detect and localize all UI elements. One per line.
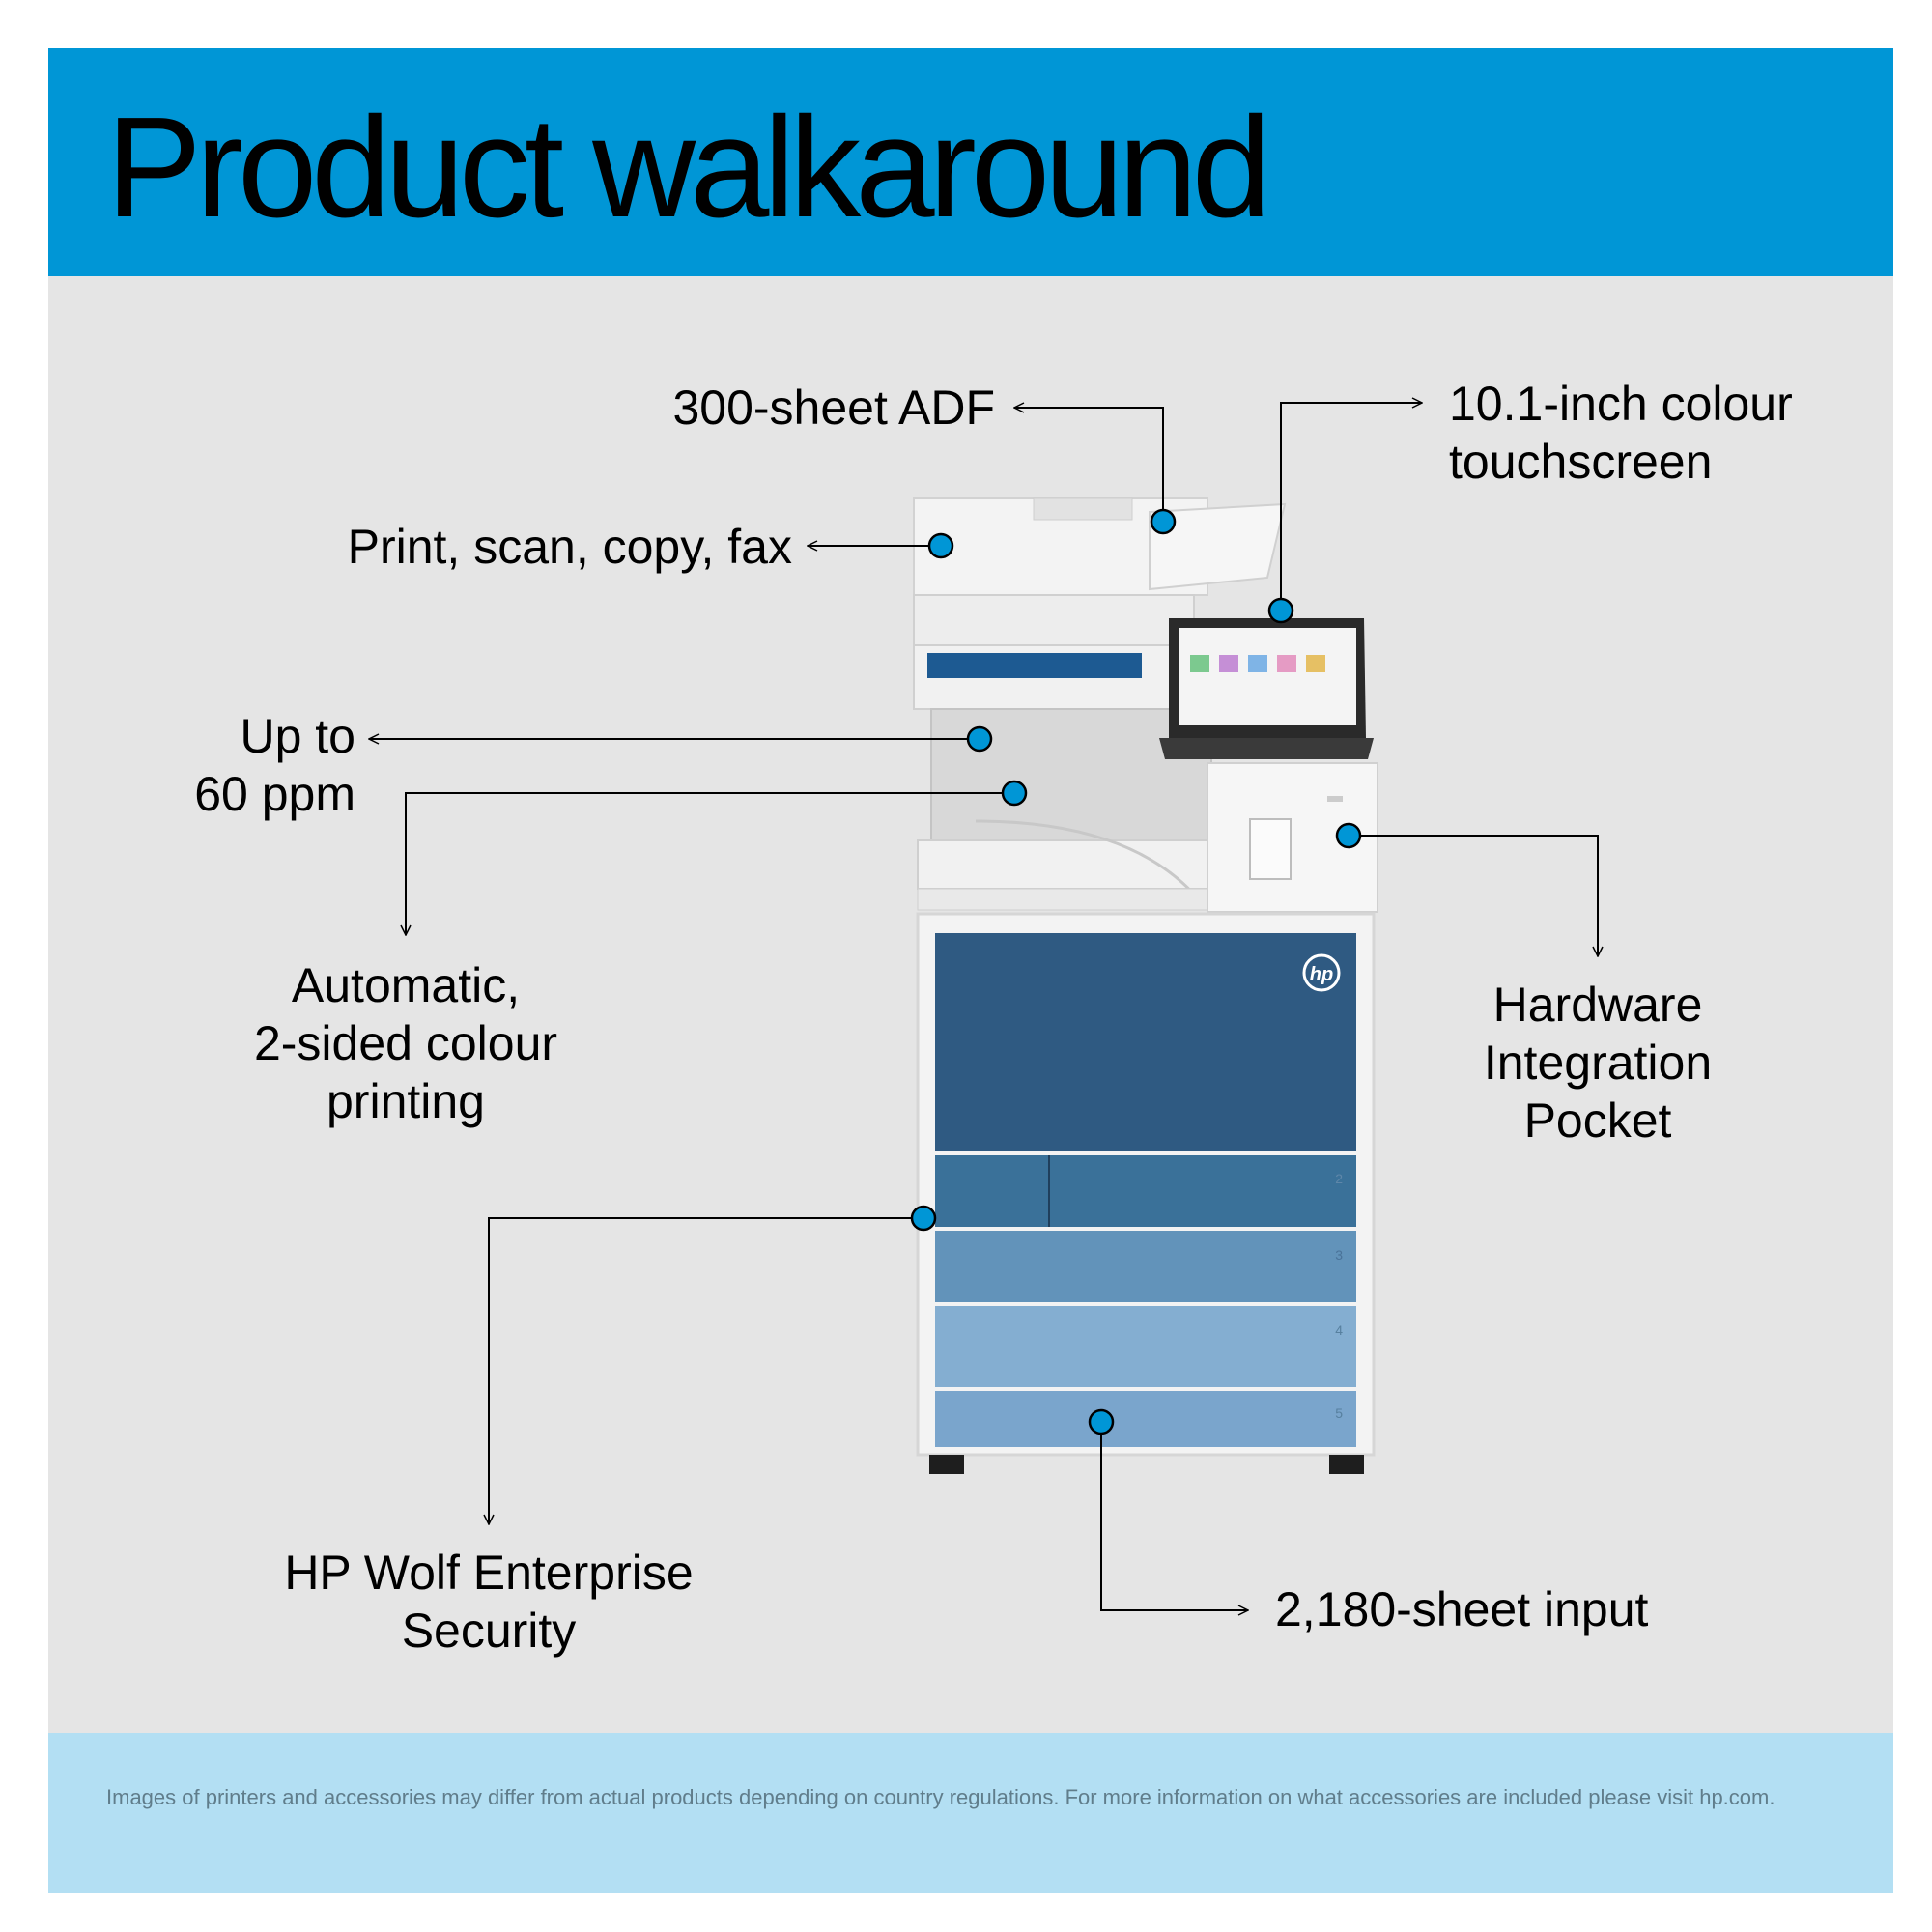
hotspot-adf	[1150, 508, 1177, 535]
label-pocket-line2: Integration	[1483, 1036, 1713, 1090]
hotspot-touchscreen	[1267, 597, 1294, 624]
label-touchscreen-line2: touchscreen	[1449, 435, 1713, 489]
tray-number: 2	[1335, 1171, 1343, 1186]
label-functions-text: Print, scan, copy, fax	[347, 520, 792, 574]
hotspot-input	[1088, 1408, 1115, 1435]
hotspot-speed	[966, 725, 993, 753]
label-speed-line2: 60 ppm	[194, 767, 355, 821]
tray-number: 4	[1335, 1322, 1343, 1338]
label-pocket-line1: Hardware	[1492, 978, 1703, 1032]
label-speed: Up to 60 ppm	[194, 707, 355, 823]
label-touchscreen-line1: 10.1-inch colour	[1449, 377, 1793, 431]
label-adf-text: 300-sheet ADF	[672, 381, 995, 435]
label-security-line1: HP Wolf Enterprise	[284, 1546, 694, 1600]
hotspot-duplex	[1001, 780, 1028, 807]
printer-diagram: hp 2 3 4 5	[48, 48, 1893, 1733]
label-duplex-line2: 2-sided colour	[253, 1016, 558, 1070]
label-functions: Print, scan, copy, fax	[348, 518, 792, 576]
label-input-text: 2,180-sheet input	[1275, 1582, 1649, 1636]
tray-number: 3	[1335, 1247, 1343, 1263]
footer-band: Images of printers and accessories may d…	[48, 1733, 1893, 1893]
label-duplex: Automatic, 2-sided colour printing	[213, 956, 599, 1130]
leader-adf	[1014, 408, 1164, 522]
label-security-line2: Security	[401, 1604, 577, 1658]
label-pocket-line3: Pocket	[1523, 1094, 1672, 1148]
hotspots	[910, 508, 1362, 1435]
hotspot-security	[910, 1205, 937, 1232]
leader-input	[1100, 1422, 1248, 1610]
hotspot-pocket	[1335, 822, 1362, 849]
label-adf: 300-sheet ADF	[672, 379, 995, 437]
leader-security	[489, 1217, 923, 1524]
printer-illustration: hp 2 3 4 5	[913, 497, 1378, 1474]
leader-pocket	[1349, 835, 1598, 956]
header-band: Product walkaround	[48, 48, 1893, 276]
page-title: Product walkaround	[106, 88, 1271, 247]
label-pocket: Hardware Integration Pocket	[1434, 976, 1762, 1150]
hp-logo: hp	[1310, 964, 1333, 985]
leader-touchscreen	[1280, 403, 1422, 611]
label-security: HP Wolf Enterprise Security	[247, 1544, 730, 1660]
hotspot-functions	[927, 532, 954, 559]
infographic-frame: Product walkaround	[48, 48, 1893, 1893]
label-duplex-line3: printing	[327, 1074, 485, 1128]
disclaimer-text: Images of printers and accessories may d…	[106, 1785, 1776, 1809]
label-input: 2,180-sheet input	[1275, 1580, 1648, 1638]
callout-lines	[369, 403, 1598, 1610]
leader-duplex	[406, 792, 1014, 935]
label-touchscreen: 10.1-inch colour touchscreen	[1449, 375, 1793, 491]
tray-number: 5	[1335, 1406, 1343, 1421]
label-speed-line1: Up to	[240, 709, 355, 763]
label-duplex-line1: Automatic,	[291, 958, 521, 1012]
